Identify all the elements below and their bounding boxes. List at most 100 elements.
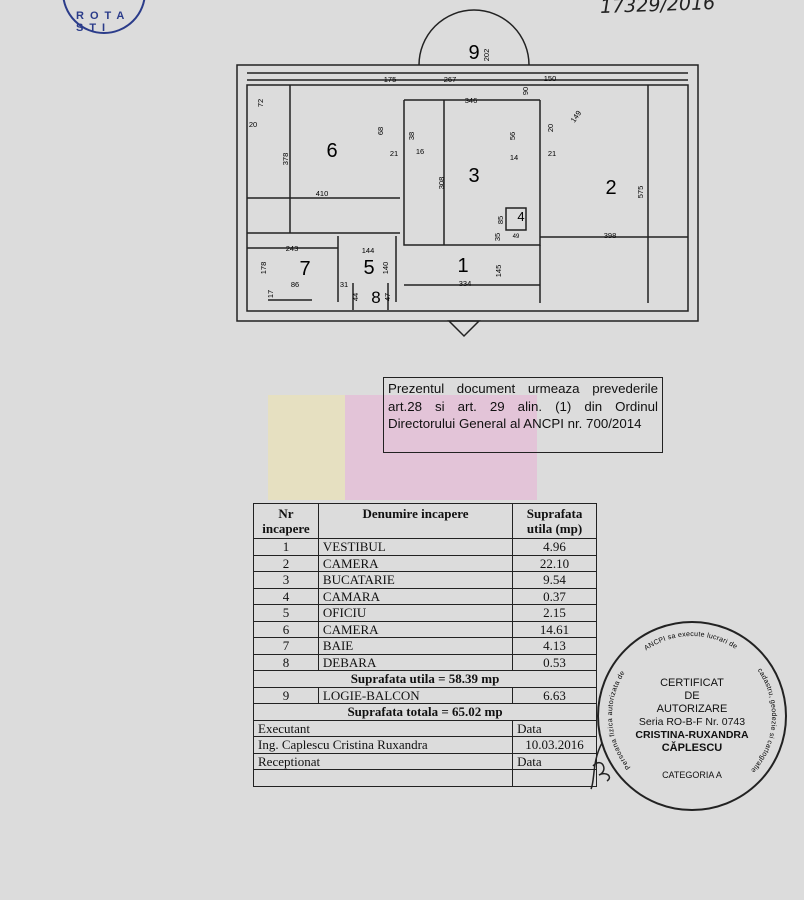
room-area: 9.54 (512, 571, 597, 589)
room-nr: 7 (253, 637, 319, 655)
room-label-2: 2 (605, 177, 616, 199)
stamp-category: CATEGORIA A (662, 770, 722, 780)
dimension-label: 378 (281, 153, 290, 166)
header-area: Suprafata utila (mp) (512, 503, 597, 539)
received-date-label: Data (512, 752, 597, 770)
dimension-label: 178 (259, 262, 268, 275)
dimension-label: 334 (459, 279, 472, 288)
useful-total: Suprafata utila = 58.39 mp (253, 670, 597, 688)
room-label-9: 9 (468, 42, 479, 64)
room-nr: 2 (253, 554, 319, 572)
room-name: DEBARA (317, 653, 514, 671)
room-area: 0.53 (512, 653, 597, 671)
dimension-label: 243 (286, 244, 299, 253)
room-numbers: 1 2 3 4 5 6 7 8 9 (299, 42, 616, 307)
watermark-banner (345, 395, 537, 500)
dimension-label: 20 (546, 124, 555, 132)
dimension-label: 14 (510, 153, 518, 162)
stamp-ring-text-segment: ANCPI sa execute lucrari de (643, 631, 738, 652)
dimension-label: 17 (266, 290, 275, 298)
room-label-5: 5 (363, 257, 374, 279)
dimension-label: 145 (494, 265, 503, 278)
dimension-label: 31 (340, 280, 348, 289)
dimension-label: 72 (256, 99, 265, 107)
dimension-label: 68 (376, 127, 385, 135)
received-row: Receptionat Data (252, 752, 597, 770)
header-nr: Nr incapere (253, 503, 319, 539)
dimension-label: 144 (362, 246, 375, 255)
room-area: 14.61 (512, 620, 597, 638)
table-row: 9 LOGIE-BALCON 6.63 (253, 686, 597, 704)
dimension-label: 56 (508, 132, 517, 140)
signature (590, 742, 611, 790)
dimension-label: 20 (249, 120, 257, 129)
executant-row: Executant Data (252, 719, 597, 737)
useful-total-row: Suprafata utila = 58.39 mp (253, 670, 597, 688)
dimension-label: 47 (383, 293, 392, 301)
room-name: CAMERA (317, 554, 514, 572)
room-nr: 8 (253, 653, 319, 671)
dimension-label: 21 (548, 149, 556, 158)
executant-label: Executant (252, 719, 514, 737)
dimension-label: 150 (544, 74, 557, 83)
empty-cell (252, 769, 514, 787)
stamp-inner: CERTIFICAT DE AUTORIZARE Seria RO-B-F Nr… (622, 677, 762, 755)
room-nr: 6 (253, 620, 319, 638)
executant-date: 10.03.2016 (512, 736, 597, 754)
room-label-6: 6 (326, 140, 337, 162)
legal-notice-box: Prezentul document urmeaza prevederile a… (383, 377, 663, 453)
room-name: CAMERA (317, 620, 514, 638)
dimension-label: 35 (493, 233, 502, 241)
dimension-label: 398 (604, 231, 617, 240)
room-area: 2.15 (512, 604, 597, 622)
stamp-line: Seria RO-B-F Nr. 0743 (638, 716, 746, 728)
dimension-label: 16 (416, 147, 424, 156)
room-label-4: 4 (517, 209, 524, 224)
executant-name: Ing. Caplescu Cristina Ruxandra (252, 736, 514, 754)
table-header-row: Nr incapere Denumire incapere Suprafata … (253, 503, 597, 539)
dimension-label: 21 (390, 149, 398, 158)
room-area: 22.10 (512, 554, 597, 572)
floor-plan: 1 2 3 4 5 6 7 8 9 175 267 202 150 90 346… (236, 9, 699, 338)
stamp-line: CERTIFICAT (660, 677, 724, 689)
corner-stamp-text: ROTA STI (76, 10, 130, 34)
dimension-labels: 175 267 202 150 90 346 72 149 20 68 38 5… (249, 49, 645, 301)
empty-cell (512, 769, 597, 787)
dimension-label: 149 (569, 109, 584, 124)
room-area: 6.63 (512, 686, 597, 704)
grand-total-row: Suprafata totala = 65.02 mp (253, 703, 597, 721)
room-area: 0.37 (512, 587, 597, 605)
stamp-line: DE (684, 690, 700, 702)
executant-name-row: Ing. Caplescu Cristina Ruxandra 10.03.20… (252, 736, 597, 754)
grand-total: Suprafata totala = 65.02 mp (253, 703, 597, 721)
stamp-ring-text: ANCPI sa execute lucrari de (643, 631, 738, 652)
dimension-label: 90 (521, 87, 530, 95)
dimension-label: 267 (444, 75, 457, 84)
dimension-label: 202 (482, 49, 491, 62)
room-nr: 4 (253, 587, 319, 605)
received-label: Receptionat (252, 752, 514, 770)
room-name: BUCATARIE (317, 571, 514, 589)
room-area: 4.13 (512, 637, 597, 655)
room-nr: 3 (253, 571, 319, 589)
dimension-label: 575 (636, 186, 645, 199)
room-label-7: 7 (299, 258, 310, 280)
room-name: OFICIU (317, 604, 514, 622)
header-name: Denumire incapere (317, 503, 514, 539)
plan-walls (236, 9, 699, 338)
stamp-line: CĂPLESCU (661, 742, 723, 754)
watermark-logo (268, 395, 345, 500)
empty-row (252, 769, 597, 787)
dimension-label: 140 (381, 262, 390, 275)
rooms-table: Nr incapere Denumire incapere Suprafata … (252, 503, 597, 787)
room-nr: 1 (253, 538, 319, 556)
dimension-label: 44 (351, 293, 360, 301)
room-name: LOGIE-BALCON (317, 686, 514, 704)
